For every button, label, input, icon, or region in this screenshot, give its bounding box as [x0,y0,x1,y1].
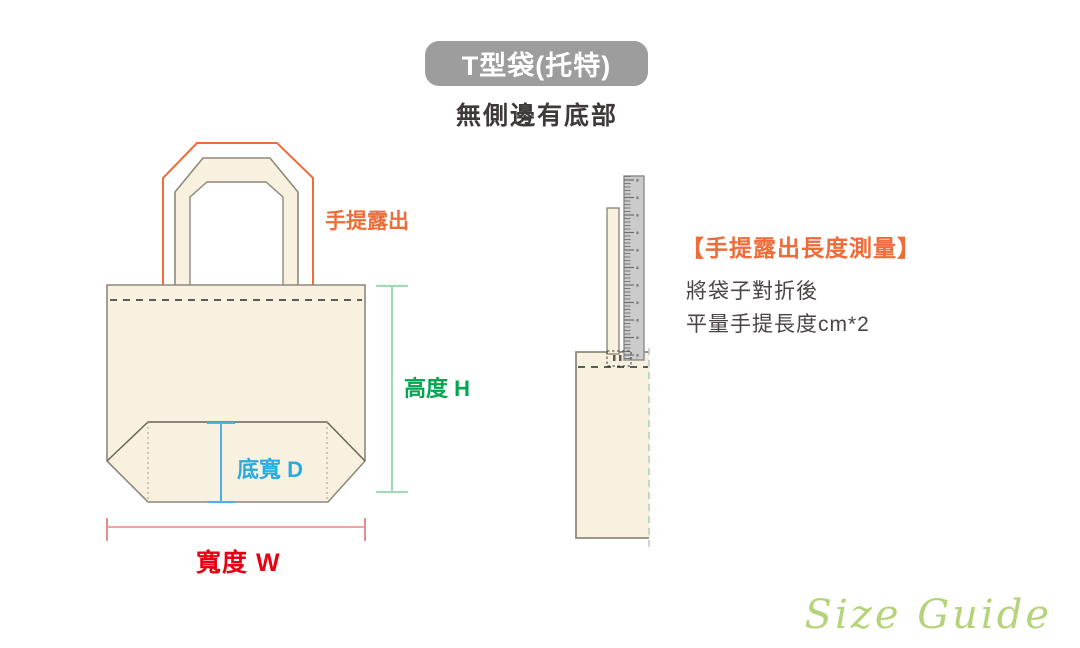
bag-handle [174,157,299,288]
bottom-gusset [106,421,366,502]
folded-bag [575,348,650,548]
title-badge-label: T型袋(托特) [461,51,612,81]
measure-note-line2: 平量手提長度cm*2 [686,312,870,336]
bag-body [106,284,366,503]
height-label: 高度 H [404,376,471,401]
folded-strap [606,207,620,355]
width-label: 寬度 W [196,549,281,577]
measure-note-line1: 將袋子對折後 [686,280,818,303]
width-measure-line [106,518,366,541]
size-guide-watermark: Size Guide [804,592,1052,638]
height-measure-line [376,284,408,494]
title-badge: T型袋(托特) [425,41,648,86]
handle-exposure-label: 手提露出 [325,210,409,233]
bottom-width-measure-line [207,422,235,503]
ruler [623,175,645,361]
subtitle: 無側邊有底部 [455,102,618,130]
measure-note-body: 將袋子對折後 平量手提長度cm*2 [686,276,870,341]
measure-note-heading: 【手提露出長度測量】 [681,235,921,261]
stitch-mark-box [606,350,632,367]
bottom-width-label: 底寬 D [237,457,304,482]
